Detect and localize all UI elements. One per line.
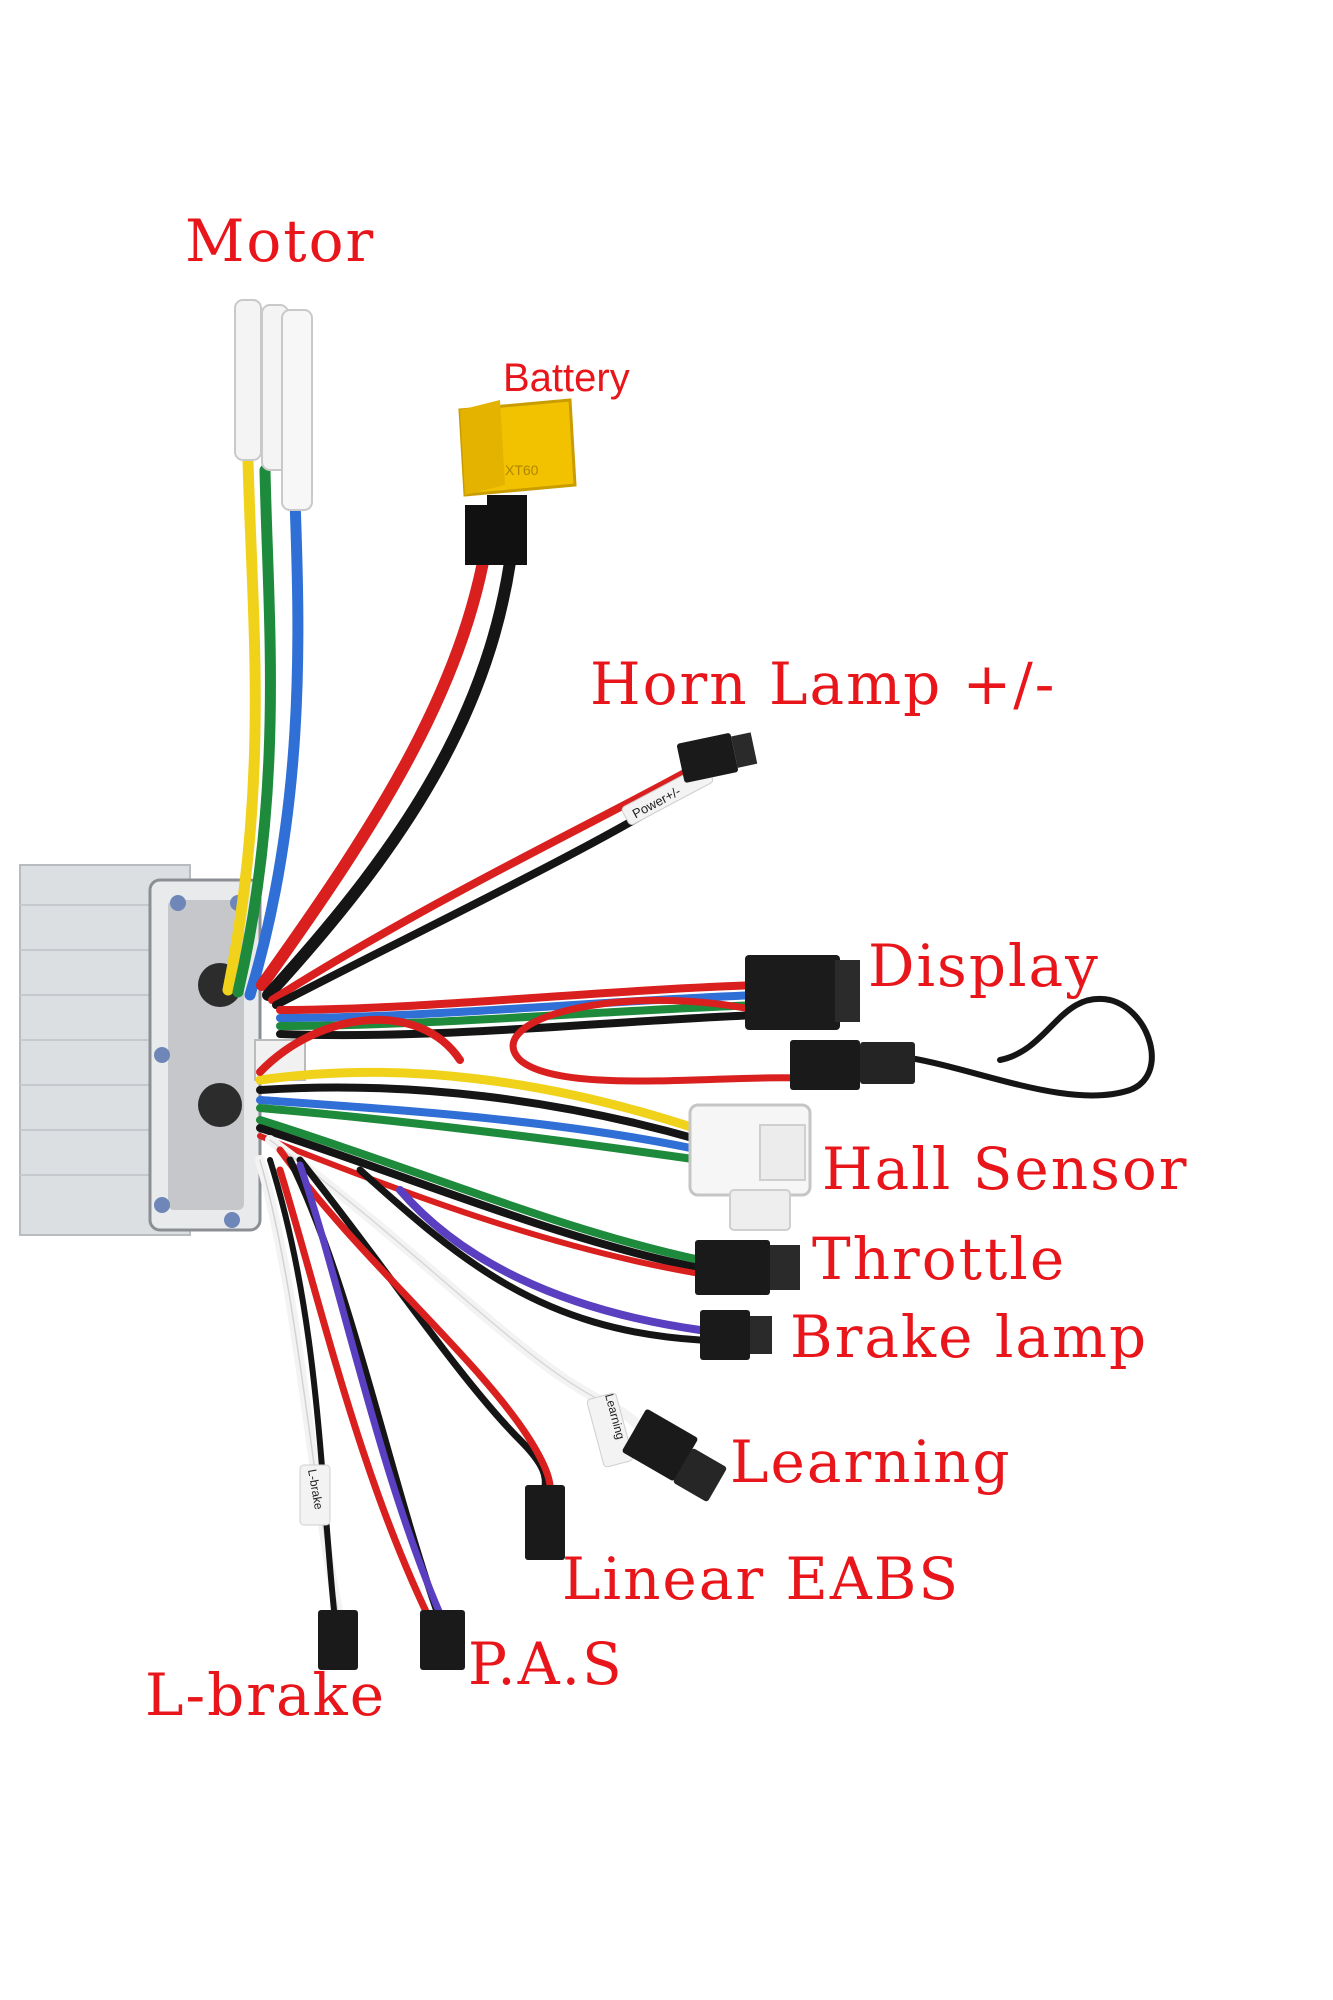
label-throttle: Throttle [812,1225,1067,1293]
hall-sensor-wires [255,1015,705,1164]
learning-connector [622,1409,727,1502]
label-horn-lamp: Horn Lamp +/- [590,650,1057,718]
label-pas: P.A.S [468,1630,624,1698]
hall-sensor-connector [688,1103,812,1231]
motor-wires [222,454,304,1001]
label-display: Display [868,932,1100,1000]
controller-housing [19,864,306,1236]
pas-wire-red [276,1166,439,1634]
screw-icon [154,1047,170,1063]
xt60-mark: XT60 [505,462,539,478]
label-battery: Battery [503,356,630,400]
pas-wire-purple [296,1161,449,1629]
horn-lamp-connector [676,732,758,783]
label-learning: Learning [730,1428,1012,1496]
label-brake-lamp: Brake lamp [790,1303,1149,1371]
throttle-connector [695,1240,800,1295]
display-wires [276,981,1155,1099]
l-brake-wire-black [267,1157,338,1623]
screw-icon [154,1197,170,1213]
throttle-wire-red [257,1133,703,1277]
screw-icon [224,1212,240,1228]
xt60-connector: XT60 [458,398,577,565]
throttle-wire-green [256,1116,704,1264]
brake-lamp-connector [700,1310,772,1360]
brake-lamp-wire-purple [396,1186,704,1334]
motor-connectors [234,299,313,511]
throttle-wire-black [256,1124,704,1272]
l-brake-connector [318,1610,358,1670]
label-linear-eabs: Linear EABS [562,1545,961,1613]
label-l-brake: L-brake [145,1661,387,1729]
linear-eabs-connector [525,1485,565,1560]
brake-lamp-wire-black [356,1166,704,1344]
pas-connector [420,1610,465,1670]
label-hall-sensor: Hall Sensor [822,1135,1189,1203]
eabs-wire-red [276,1146,554,1504]
battery-wires [256,514,521,1001]
screw-icon [170,895,186,911]
display-connector [745,955,915,1090]
label-motor: Motor [185,207,376,275]
